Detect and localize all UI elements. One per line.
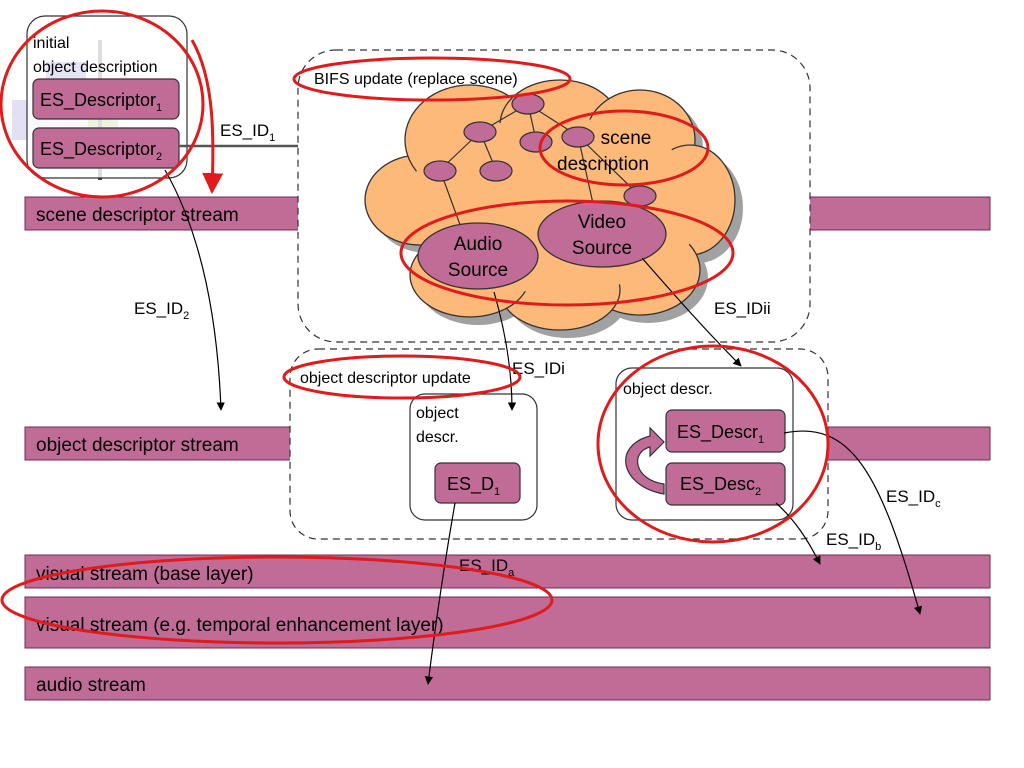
es-descr-1-label: ES_Descr	[677, 422, 758, 443]
es-d1-label: ES_D	[447, 474, 494, 495]
red-annotations	[0, 9, 830, 645]
audio-stream-label: audio stream	[36, 675, 146, 696]
audio-source-label-2: Source	[448, 260, 508, 281]
highlight-sources	[399, 199, 735, 307]
object-descr-1-title-1: object	[416, 405, 459, 422]
visual-enh-stream-label: visual stream (e.g. temporal enhancement…	[36, 615, 444, 636]
es-id-b-label: ES_IDb	[826, 530, 881, 553]
scene-cloud: Audio Source Video Source scene descript…	[364, 79, 743, 338]
object-descr-2: object descr. ES_Descr1 ES_Desc2	[615, 367, 794, 521]
initial-od-title-2: object description	[33, 59, 158, 76]
audio-source-node	[417, 222, 539, 290]
highlight-object-descr-2	[596, 344, 830, 544]
es-id-2-label: ES_ID2	[134, 299, 189, 322]
highlight-od-update-label	[282, 354, 522, 400]
video-source-label-2: Source	[572, 238, 632, 259]
es-desc-2-label: ES_Desc	[680, 474, 755, 495]
es-idii-label: ES_IDii	[714, 299, 771, 318]
es-idi-arrow	[493, 291, 517, 411]
object-descr-1-title-2: descr.	[416, 429, 459, 446]
bifs-update-label: BIFS update (replace scene)	[314, 71, 518, 88]
video-source-label-1: Video	[578, 212, 626, 233]
es-desc-2-box	[665, 462, 786, 506]
highlight-visual-streams	[0, 555, 554, 645]
es-descr-1-box	[665, 409, 786, 453]
es-id-a-arrow	[424, 502, 456, 685]
es-descriptor-1-box	[32, 78, 180, 120]
es-id-2-arrow	[164, 169, 225, 411]
visual-base-stream-label: visual stream (base layer)	[36, 564, 254, 585]
dependency-curve-arrow	[625, 426, 665, 495]
object-descr-2-title: object descr.	[623, 381, 713, 398]
highlight-arrow-to-scene-stream	[190, 39, 224, 195]
scene-tree-nodes	[423, 93, 657, 207]
svg-text:ES_D1: ES_D1	[447, 474, 500, 498]
es-descriptor-2-label: ES_Descriptor	[40, 139, 156, 160]
scene-stream-label: scene descriptor stream	[36, 205, 239, 226]
object-stream-label: object descriptor stream	[36, 435, 239, 456]
scene-node	[561, 126, 595, 148]
scene-description-label-1: scene	[601, 128, 652, 149]
es-id-c-arrow	[783, 430, 923, 615]
scene-node	[423, 160, 457, 182]
es-desc-2-sub: 2	[755, 486, 761, 498]
svg-text:ES_Descriptor1: ES_Descriptor1	[40, 90, 162, 114]
scene-node	[479, 160, 513, 182]
es-descriptor-1-sub: 1	[156, 102, 162, 114]
svg-text:ES_Descr1: ES_Descr1	[677, 422, 764, 446]
audio-source-label-1: Audio	[454, 234, 503, 255]
es-id-c-label: ES_IDc	[886, 487, 941, 510]
es-id-1-label: ES_ID1	[220, 121, 275, 144]
es-descriptor-2-sub: 2	[156, 151, 162, 163]
scene-description-label-2: description	[557, 154, 649, 175]
highlight-scene-description	[538, 109, 710, 187]
initial-od: initial object description ES_Descriptor…	[12, 15, 188, 180]
es-descr-1-sub: 1	[758, 434, 764, 446]
highlight-initial-od	[0, 9, 205, 199]
es-d1-box	[434, 462, 521, 504]
es-id-b-arrow	[775, 502, 821, 565]
initial-od-title-1: initial	[33, 35, 69, 52]
es-idi-label: ES_IDi	[512, 359, 565, 378]
audio-stream-bar	[24, 666, 991, 701]
reference-arrows	[164, 169, 923, 685]
es-descriptor-1-label: ES_Descriptor	[40, 90, 156, 111]
es-descriptor-2-box	[32, 127, 180, 169]
od-update-label: object descriptor update	[300, 370, 471, 387]
object-descr-1: object descr. ES_D1	[409, 393, 538, 521]
scene-node	[519, 131, 553, 153]
svg-text:ES_Descriptor2: ES_Descriptor2	[40, 139, 162, 163]
highlight-bifs-label	[292, 56, 572, 102]
scene-node	[463, 121, 497, 143]
es-d1-sub: 1	[494, 486, 500, 498]
svg-text:ES_Desc2: ES_Desc2	[680, 474, 761, 498]
es-idii-arrow	[641, 257, 742, 367]
scene-node	[623, 185, 657, 207]
